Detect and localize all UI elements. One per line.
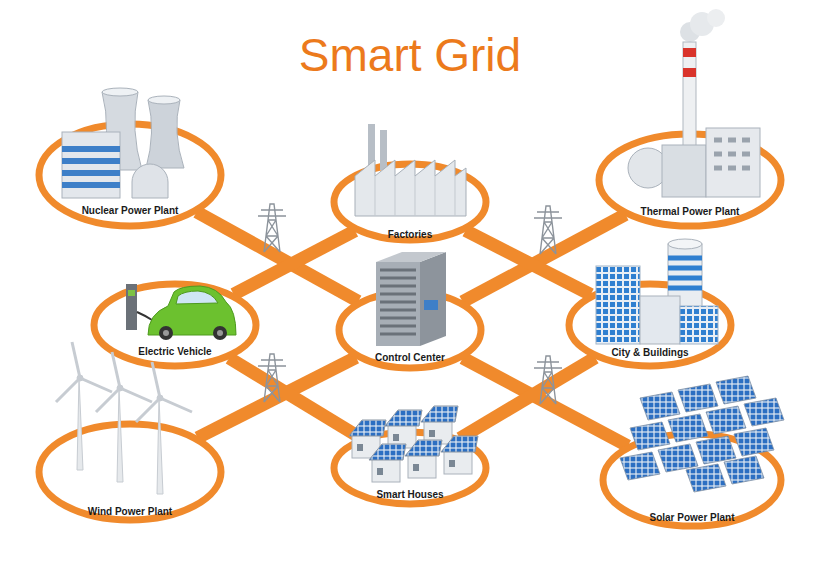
grid-node: Control Center (335, 288, 485, 372)
node-label: City & Buildings (565, 347, 735, 359)
title: Smart Grid (0, 28, 820, 82)
grid-node: Electric Vehicle (90, 280, 260, 370)
thermal-plant-icon (628, 9, 760, 197)
grid-node: Wind Power Plant (35, 420, 225, 524)
city-icon (596, 239, 718, 344)
power-line (463, 358, 628, 446)
factory-icon (355, 124, 466, 216)
grid-node: Nuclear Power Plant (35, 120, 225, 230)
grid-node: Solar Power Plant (599, 430, 785, 530)
power-line (460, 358, 595, 439)
ev-icon (126, 284, 236, 340)
node-ellipse-shape (334, 164, 486, 240)
node-ellipse-shape (39, 424, 221, 520)
node-label: Control Center (335, 352, 485, 364)
pylons (258, 204, 562, 404)
grid-node: Smart Houses (330, 428, 490, 508)
solar-array-icon (620, 376, 784, 492)
node-label: Solar Power Plant (599, 512, 785, 524)
control-center-icon (376, 252, 446, 346)
power-line (234, 231, 355, 295)
power-line (466, 230, 591, 294)
grid-node: Thermal Power Plant (595, 130, 785, 230)
wind-turbines-icon (56, 342, 192, 494)
grid-node: City & Buildings (565, 280, 735, 370)
node-label: Wind Power Plant (35, 506, 225, 518)
node-label: Nuclear Power Plant (35, 205, 225, 217)
power-line (229, 358, 361, 438)
node-label: Thermal Power Plant (595, 206, 785, 218)
node-label: Electric Vehicle (90, 346, 260, 358)
grid-node: Factories (330, 160, 490, 244)
nuclear-plant-icon (62, 88, 184, 198)
smart-houses-icon (349, 406, 478, 482)
node-label: Factories (330, 229, 490, 241)
node-label: Smart Houses (330, 489, 490, 501)
